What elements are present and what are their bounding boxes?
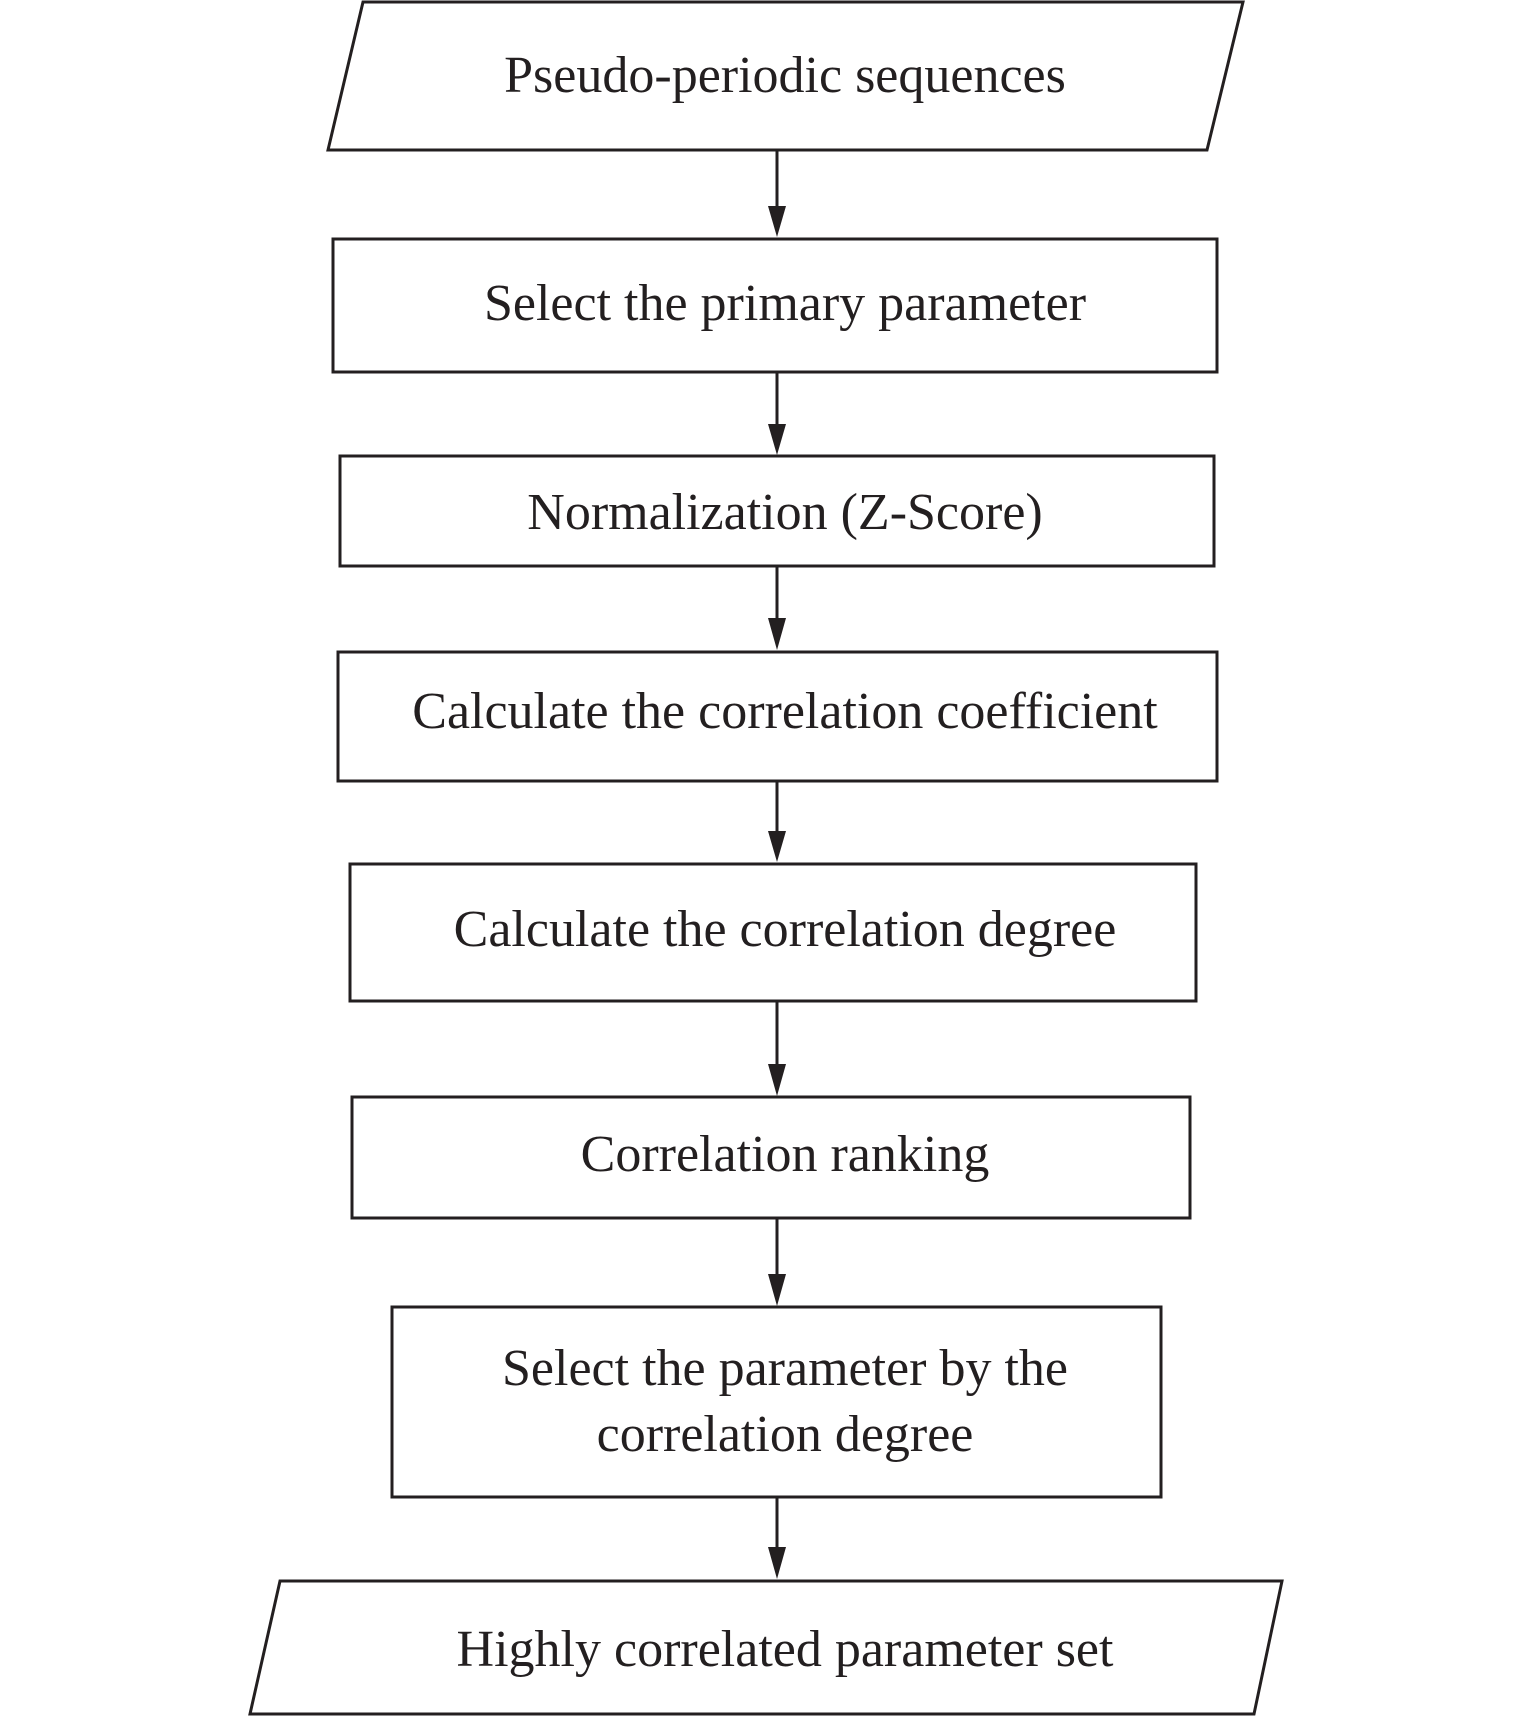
step-normalization: Normalization (Z-Score) xyxy=(338,454,1216,568)
step-6-label-line-2: correlation degree xyxy=(597,1406,974,1463)
step-select-primary-parameter: Select the primary parameter xyxy=(331,237,1219,374)
step-5-box xyxy=(350,1095,1192,1220)
output-parallelogram xyxy=(248,1579,1284,1716)
arrow-2 xyxy=(768,372,786,455)
step-select-by-correlation-degree: Select the parameter by the correlation … xyxy=(390,1305,1163,1499)
arrow-1 xyxy=(768,150,786,237)
step-correlation-degree: Calculate the correlation degree xyxy=(348,862,1198,1003)
step-3-box xyxy=(336,650,1219,783)
output-node: Highly correlated parameter set xyxy=(248,1579,1284,1716)
arrow-6-head xyxy=(768,1274,786,1306)
arrow-7 xyxy=(768,1497,786,1579)
step-2-label: Normalization (Z-Score) xyxy=(527,484,1042,541)
arrow-6 xyxy=(768,1218,786,1306)
step-6-label-line-1: Select the parameter by the xyxy=(502,1340,1068,1397)
step-4-label: Calculate the correlation degree xyxy=(454,901,1117,958)
step-correlation-coefficient: Calculate the correlation coefficient xyxy=(336,650,1219,783)
arrow-5-head xyxy=(768,1064,786,1096)
step-4-box xyxy=(348,862,1198,1003)
arrow-7-head xyxy=(768,1547,786,1579)
step-5-label: Correlation ranking xyxy=(581,1126,990,1183)
step-3-label: Calculate the correlation coefficient xyxy=(412,683,1158,740)
step-6-box xyxy=(390,1305,1163,1499)
input-label: Pseudo-periodic sequences xyxy=(504,47,1066,104)
output-label: Highly correlated parameter set xyxy=(457,1621,1114,1678)
arrow-5 xyxy=(768,1001,786,1096)
arrow-1-head xyxy=(768,206,786,237)
arrow-4-head xyxy=(768,831,786,862)
step-2-box xyxy=(338,454,1216,568)
arrow-3-head xyxy=(768,618,786,650)
input-node: Pseudo-periodic sequences xyxy=(326,0,1245,152)
step-correlation-ranking: Correlation ranking xyxy=(350,1095,1192,1220)
step-1-box xyxy=(331,237,1219,374)
arrow-3 xyxy=(768,566,786,650)
arrow-4 xyxy=(768,781,786,862)
input-parallelogram xyxy=(326,0,1245,152)
step-1-label: Select the primary parameter xyxy=(484,275,1086,332)
arrow-2-head xyxy=(768,424,786,455)
